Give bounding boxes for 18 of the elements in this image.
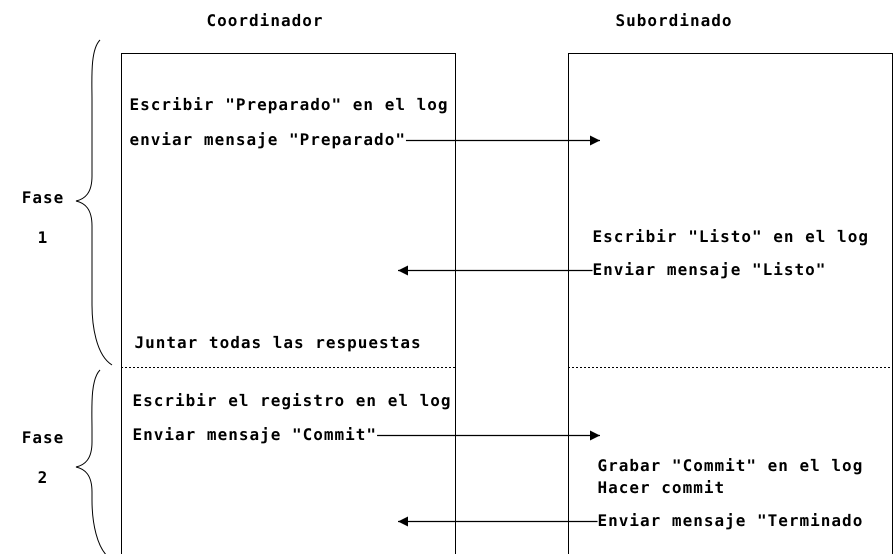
participant-heading: Coordinador bbox=[206, 12, 324, 30]
step-text: Hacer commit bbox=[598, 478, 726, 496]
message-arrow bbox=[406, 136, 600, 146]
step-text: Escribir "Listo" en el log bbox=[592, 228, 869, 246]
step-text: enviar mensaje "Preparado" bbox=[130, 130, 406, 148]
step-text: Enviar mensaje "Terminado bbox=[598, 512, 864, 530]
message-arrow bbox=[398, 266, 592, 276]
step-text: Enviar mensaje "Commit" bbox=[132, 426, 378, 444]
step-text: Enviar mensaje "Listo" bbox=[592, 260, 826, 278]
phase-label: Fase 1 bbox=[20, 187, 66, 249]
message-arrow bbox=[398, 516, 598, 526]
step-text: Escribir el registro en el log bbox=[132, 392, 452, 410]
step-text: Escribir "Preparado" en el log bbox=[130, 96, 448, 114]
step-text: Grabar "Commit" en el log bbox=[598, 456, 864, 474]
phase-label: Fase 2 bbox=[20, 427, 66, 489]
message-arrow bbox=[377, 430, 600, 440]
step-text: Juntar todas las respuestas bbox=[134, 334, 422, 352]
participant-heading: Subordinado bbox=[616, 12, 732, 30]
